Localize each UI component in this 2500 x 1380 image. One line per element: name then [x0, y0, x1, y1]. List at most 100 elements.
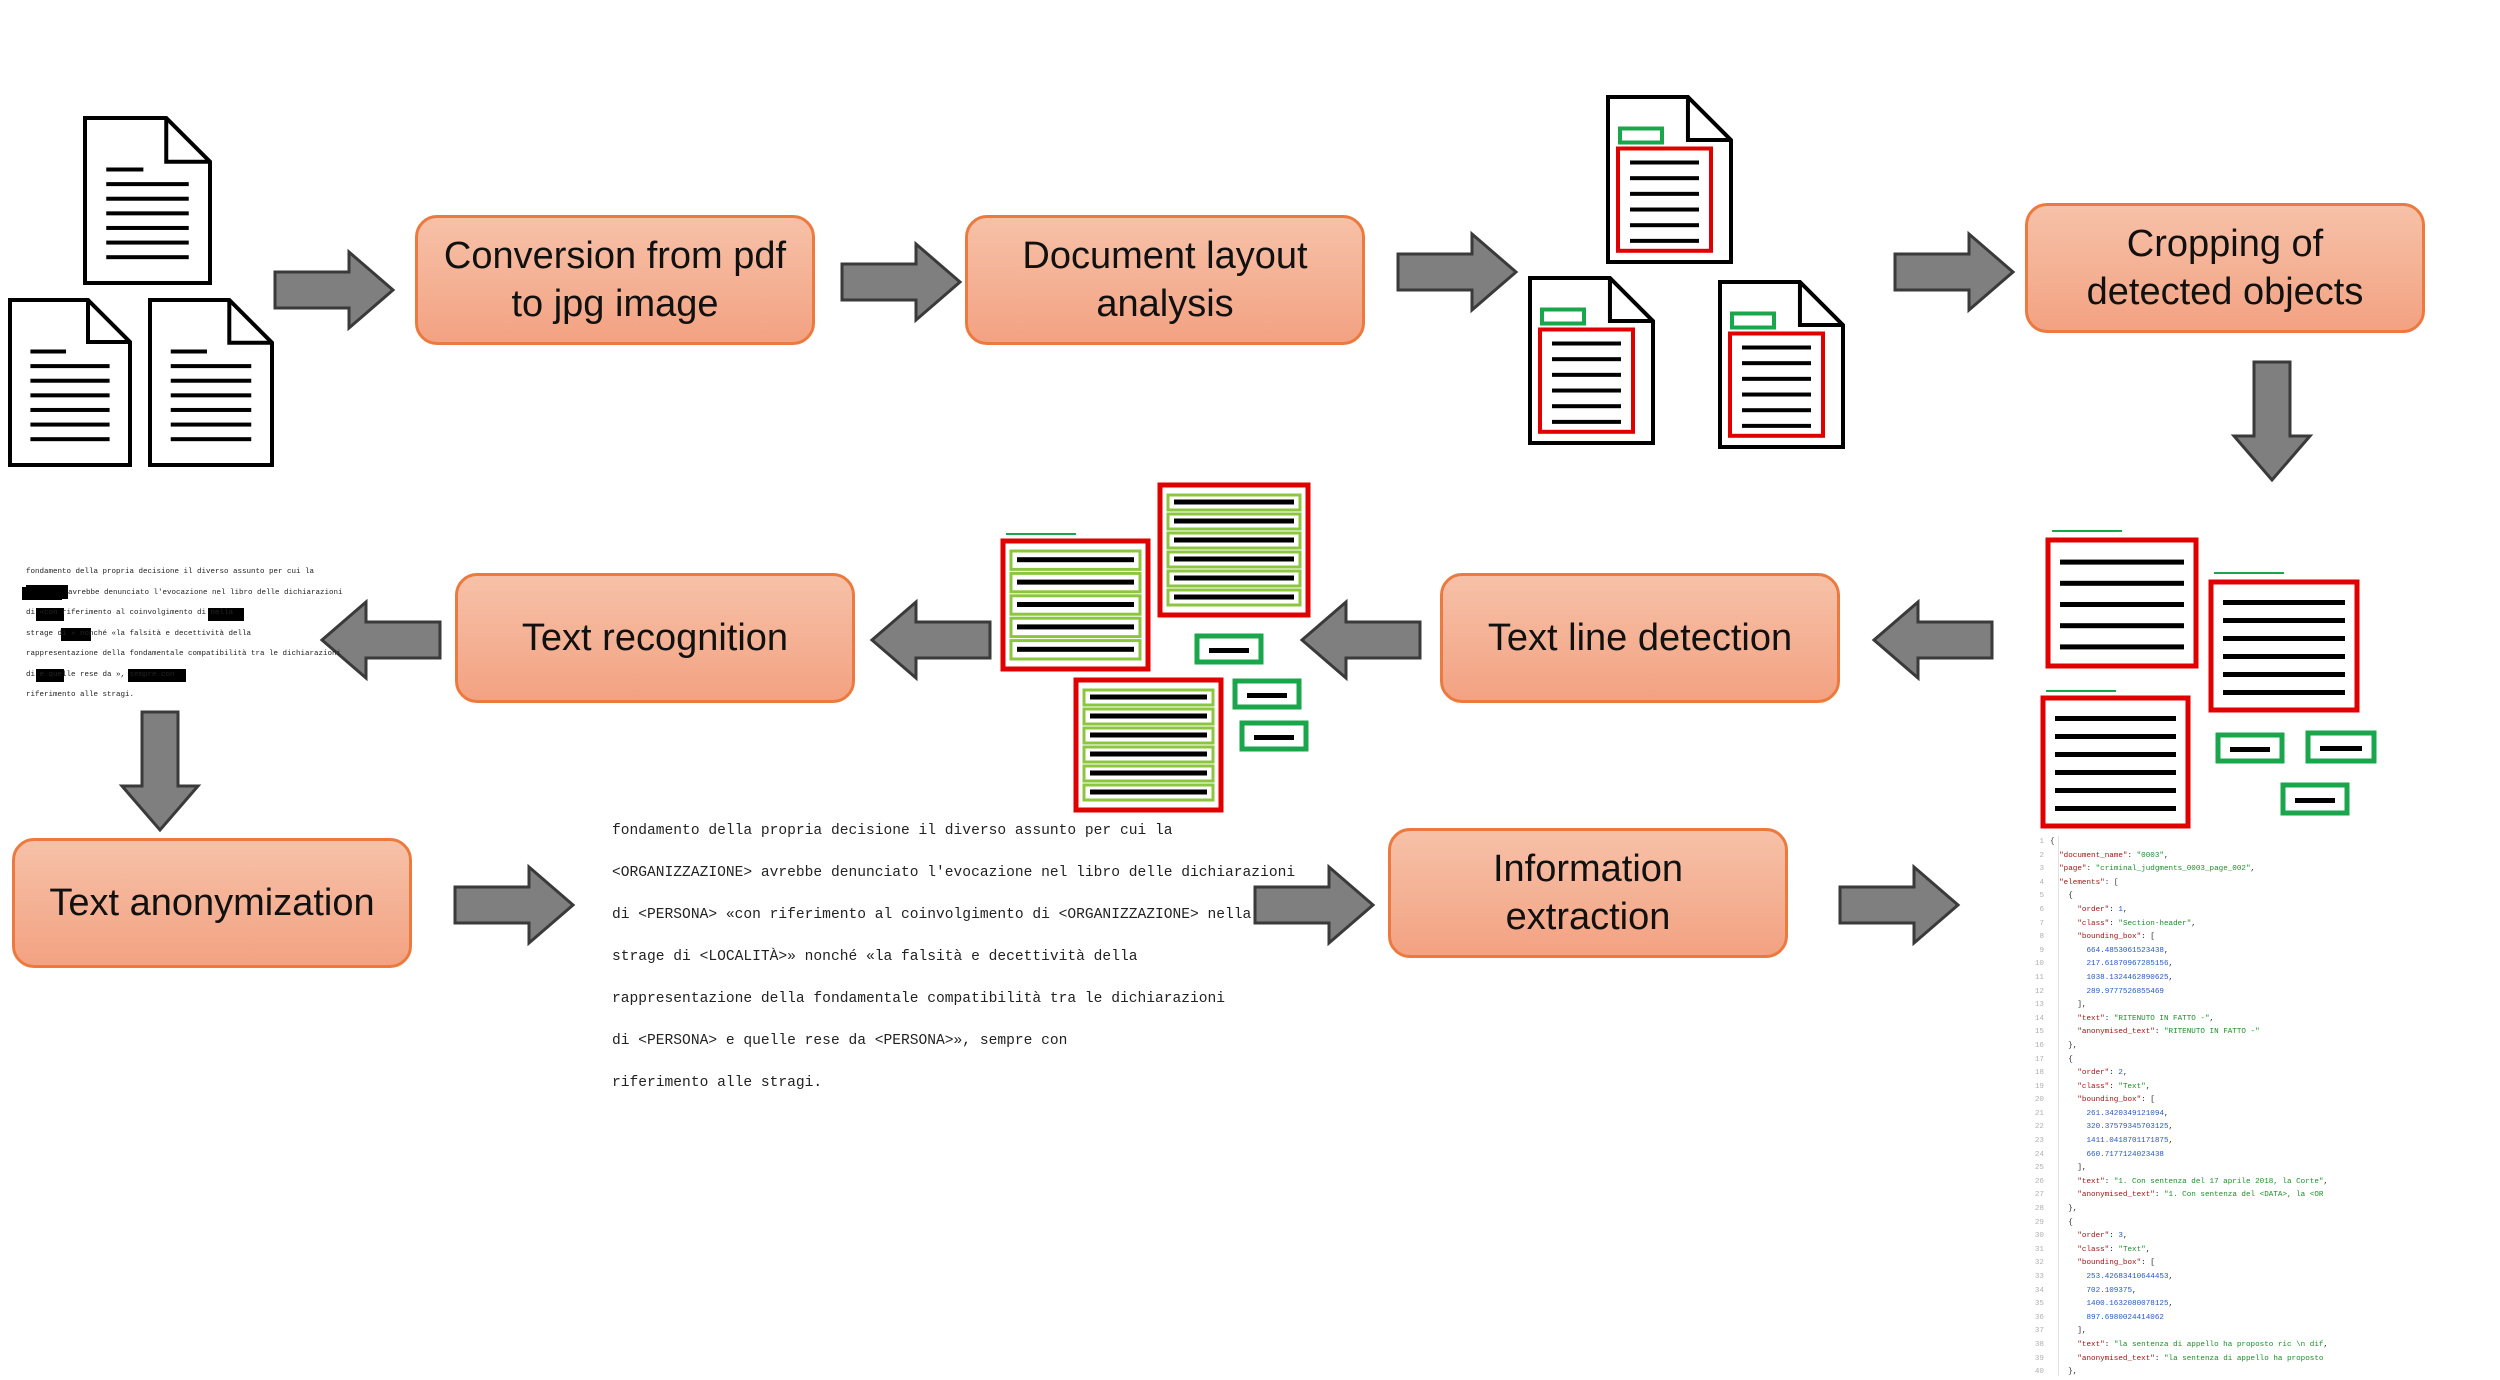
text-line	[1017, 602, 1134, 607]
arrow-icon	[2230, 360, 2314, 483]
json-order: 2	[2118, 1069, 2123, 1078]
text-line	[2055, 770, 2176, 775]
line-box	[1009, 571, 1142, 594]
json-class: Text	[2122, 1245, 2142, 1254]
text-line	[1174, 575, 1294, 581]
json-bbox-value: 1038.1324462890625	[2086, 973, 2169, 982]
anon-line: di <PERSONA> e quelle rese da <PERSONA>»…	[612, 1033, 1068, 1049]
line-box	[1009, 639, 1142, 661]
json-bbox-value: 261.3420349121094	[2086, 1109, 2164, 1118]
header-underline	[2046, 690, 2116, 692]
redaction-block	[208, 608, 244, 621]
json-bbox-value: 289.9777526855469	[2086, 987, 2164, 996]
line-box	[1082, 707, 1215, 726]
text-line	[1742, 392, 1811, 397]
text-line	[1174, 556, 1294, 562]
step-information-extraction: Information extraction	[1388, 828, 1788, 958]
text-line	[1630, 191, 1699, 196]
line-detection-block	[1157, 482, 1311, 618]
documents-layer	[8, 95, 2377, 829]
header-underline	[2052, 530, 2122, 532]
json-bbox-value: 253.42683410644453	[2086, 1273, 2169, 1281]
text-line	[1552, 388, 1621, 393]
json-text: 1. Con sentenza del 17 aprile 2018, la C…	[2118, 1177, 2319, 1186]
redaction-block	[36, 669, 64, 682]
anonymized-text-output: fondamento della propria decisione il di…	[612, 810, 1296, 1104]
document-icon	[148, 298, 274, 467]
text-line	[2295, 798, 2335, 803]
arrow-icon	[1299, 598, 1422, 682]
arrow-icon	[1871, 598, 1994, 682]
text-line	[1090, 694, 1207, 700]
text-line	[1090, 732, 1207, 738]
json-text: RITENUTO IN FATTO -	[2118, 1014, 2205, 1023]
line-detection-block	[1073, 677, 1224, 813]
json-order: 1	[2118, 905, 2123, 914]
arrow-icon	[840, 240, 963, 324]
line-box	[1166, 588, 1302, 607]
ocr-line-text: di «con riferimento al coinvolgimento di…	[26, 609, 234, 617]
document-icon	[1718, 280, 1845, 449]
json-document-name: 0003	[2141, 851, 2160, 860]
step-layout-analysis: Document layout analysis	[965, 215, 1365, 345]
line-box	[1166, 512, 1302, 531]
header-box	[1618, 126, 1664, 145]
cropped-block	[2040, 695, 2191, 829]
text-line	[1174, 499, 1294, 505]
text-line	[1209, 648, 1249, 653]
line-box	[1082, 783, 1215, 802]
line-header-box	[1232, 678, 1302, 710]
text-line	[2060, 602, 2184, 607]
redaction-block	[128, 669, 186, 682]
text-line	[1017, 579, 1134, 585]
arrow-icon	[1253, 863, 1376, 947]
redaction-block	[26, 584, 68, 599]
line-box	[1166, 550, 1302, 569]
line-header-box	[1239, 720, 1309, 752]
line-header-box	[1194, 633, 1264, 665]
json-page: criminal_judgments_0003_page_002	[2100, 865, 2246, 874]
line-box	[1082, 745, 1215, 764]
ocr-line: di «con riferimento al coinvolgimento di…	[26, 603, 326, 624]
redaction-block	[36, 608, 64, 621]
arrow-icon	[118, 710, 202, 833]
json-bbox-value: 217.61870967285156	[2086, 960, 2169, 969]
text-line	[2055, 734, 2176, 739]
text-line	[1742, 408, 1811, 413]
text-line	[1090, 770, 1207, 776]
text-line	[2230, 747, 2270, 752]
ocr-line: avrebbe denunciato l'evocazione nel libr…	[26, 583, 343, 604]
text-line	[1090, 713, 1207, 719]
text-line	[1552, 341, 1621, 346]
document-icon	[1606, 95, 1733, 264]
text-line	[2055, 806, 2176, 811]
document-icon	[8, 298, 132, 467]
text-line	[1174, 537, 1294, 543]
arrow-icon	[1893, 230, 2016, 314]
cropped-header	[2215, 732, 2285, 764]
step-text-line-detection: Text line detection	[1440, 573, 1840, 703]
ocr-line: di e quelle rese da », sempre con	[26, 665, 326, 686]
text-line	[2223, 654, 2345, 659]
text-line	[1090, 789, 1207, 795]
json-order: 3	[2118, 1232, 2123, 1241]
indent-guide	[2058, 836, 2059, 1376]
line-box	[1009, 594, 1142, 616]
step-text-line-label: Text line detection	[1487, 617, 1793, 659]
line-box	[1166, 531, 1302, 550]
document-icon	[1528, 276, 1655, 445]
text-line	[2223, 600, 2345, 605]
json-anonymised-text: la sentenza di appello ha proposto	[2168, 1354, 2324, 1363]
line-box	[1166, 493, 1302, 512]
text-line	[1742, 376, 1811, 381]
line-detection-block	[1000, 538, 1151, 672]
text-line	[1630, 238, 1699, 243]
cropped-header	[2305, 730, 2377, 764]
header-underline	[1006, 533, 1076, 535]
ocr-line: fondamento della propria decisione il di…	[26, 562, 326, 583]
ocr-line-text: rappresentazione della fondamentale comp…	[26, 650, 342, 658]
text-line	[1630, 207, 1699, 212]
anon-line: <ORGANIZZAZIONE> avrebbe denunciato l'ev…	[612, 865, 1296, 881]
json-bbox-value: 1400.1632080078125	[2086, 1300, 2169, 1309]
text-line	[2320, 746, 2362, 751]
